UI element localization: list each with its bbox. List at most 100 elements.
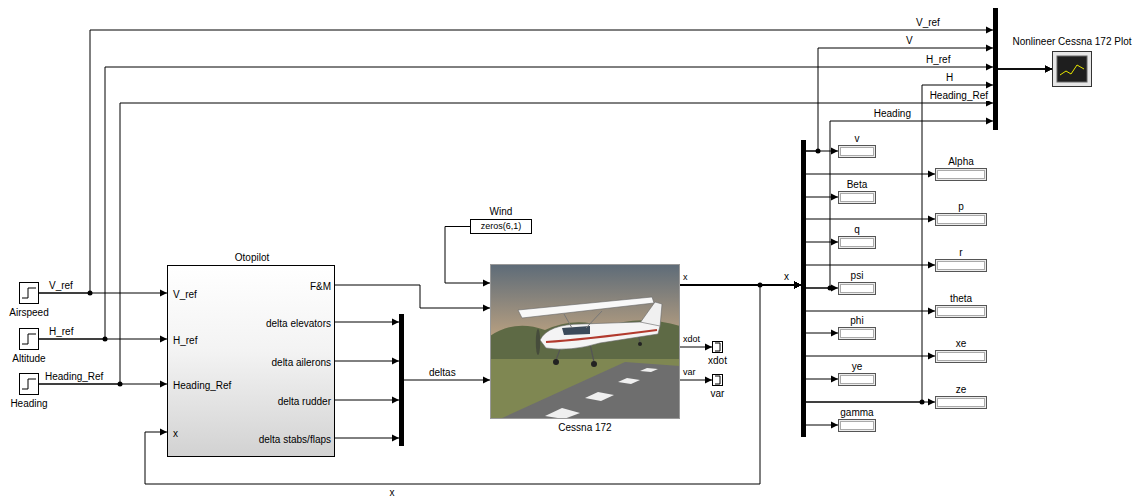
block-shape <box>19 282 39 304</box>
aircraft-illustration-part <box>618 378 640 384</box>
block-label: Beta <box>847 179 868 190</box>
aircraft-illustration-part <box>518 297 654 318</box>
display-field <box>841 238 874 246</box>
arrowhead <box>483 305 490 312</box>
arrowhead <box>928 171 935 178</box>
signal-line <box>680 282 935 315</box>
block-outline <box>491 265 680 419</box>
signal-label: Heading <box>873 108 912 119</box>
aircraft-illustration-part <box>586 311 602 328</box>
signal-label: V <box>905 35 914 46</box>
arrowhead <box>794 282 801 289</box>
display-field <box>841 147 874 155</box>
constant-value: zeros(6,1) <box>481 221 522 232</box>
display-block: p <box>935 213 987 226</box>
aircraft-illustration-part <box>640 368 658 372</box>
signal-line <box>680 148 838 289</box>
block-outline <box>839 145 876 157</box>
block-shape <box>838 373 876 386</box>
block-shape <box>838 191 876 204</box>
arrowhead <box>986 27 993 34</box>
signal-wire <box>680 174 935 285</box>
block-shape <box>935 396 987 409</box>
signal-wire <box>680 285 935 402</box>
block-shape <box>838 145 876 158</box>
signal-wire <box>680 265 935 285</box>
arrowhead <box>160 290 167 297</box>
block-label: Nonlineer Cessna 172 Plot <box>1013 36 1132 47</box>
block-outline <box>1053 52 1092 87</box>
block-outline <box>839 419 876 431</box>
signal-wire <box>680 285 838 333</box>
block-outline <box>839 282 876 294</box>
signal-wire <box>680 197 838 285</box>
display-field <box>938 352 985 360</box>
step-source: Altitude <box>19 328 39 350</box>
arrowhead <box>794 282 801 289</box>
block-outline <box>936 305 987 317</box>
arrowhead <box>705 377 712 384</box>
port-label: Heading_Ref <box>173 380 231 391</box>
signal-line <box>680 282 935 406</box>
display-block: ze <box>935 396 987 409</box>
signal-line <box>680 282 935 360</box>
arrowhead <box>794 282 801 289</box>
block-label: q <box>854 224 860 235</box>
display-block: xe <box>935 350 987 363</box>
aircraft-illustration-part <box>500 362 680 419</box>
aircraft-illustration-part <box>490 264 680 419</box>
scope-screen <box>1057 56 1087 82</box>
block-outline <box>471 220 532 234</box>
signal-wire <box>680 285 838 379</box>
display-field <box>938 215 985 223</box>
block-shape <box>838 236 876 249</box>
constant-block: Windzeros(6,1) <box>470 219 532 234</box>
signal-wire <box>680 285 838 425</box>
display-field <box>938 170 985 178</box>
display-block: gamma <box>838 419 876 432</box>
aircraft-illustration-part <box>490 359 680 419</box>
aircraft-illustration-part <box>553 359 559 365</box>
display-block: q <box>838 236 876 249</box>
signal-wire <box>335 322 490 438</box>
block-label: Cessna 172 <box>558 422 611 433</box>
arrowhead <box>392 319 399 326</box>
arrowhead <box>831 422 838 429</box>
display-block: v <box>838 145 876 158</box>
aircraft-illustration-part <box>545 408 580 419</box>
port-label: delta elevators <box>266 318 331 329</box>
arrowhead <box>928 262 935 269</box>
arrowhead <box>160 336 167 343</box>
block-shape <box>838 282 876 295</box>
block-outline <box>713 342 723 353</box>
block-shape <box>19 328 39 350</box>
block-shape <box>712 374 723 386</box>
block-label: var <box>711 388 725 399</box>
block-outline <box>713 375 723 386</box>
arrowhead <box>392 397 399 404</box>
arrowhead <box>831 285 838 292</box>
demux-bar <box>801 140 806 437</box>
block-shape <box>935 305 987 318</box>
display-field <box>938 307 985 315</box>
aircraft-illustration-part <box>546 330 657 342</box>
arrowhead <box>1045 66 1052 73</box>
arrowhead <box>928 399 935 406</box>
display-field <box>938 398 985 406</box>
block-shape <box>490 264 680 419</box>
signal-label: H_ref <box>925 54 951 65</box>
block-outline <box>839 327 876 339</box>
port-label: var <box>683 367 696 378</box>
signal-line <box>680 377 712 384</box>
signal-label: Heading_Ref <box>44 371 104 382</box>
arrowhead <box>794 282 801 289</box>
display-block: r <box>935 259 987 272</box>
step-icon <box>22 379 36 389</box>
display-field <box>841 193 874 201</box>
block-outline <box>936 168 987 180</box>
display-block: phi <box>838 327 876 340</box>
arrowhead <box>794 282 801 289</box>
block-label: Airspeed <box>9 307 48 318</box>
signal-line <box>680 282 838 429</box>
signal-wire <box>680 242 838 285</box>
